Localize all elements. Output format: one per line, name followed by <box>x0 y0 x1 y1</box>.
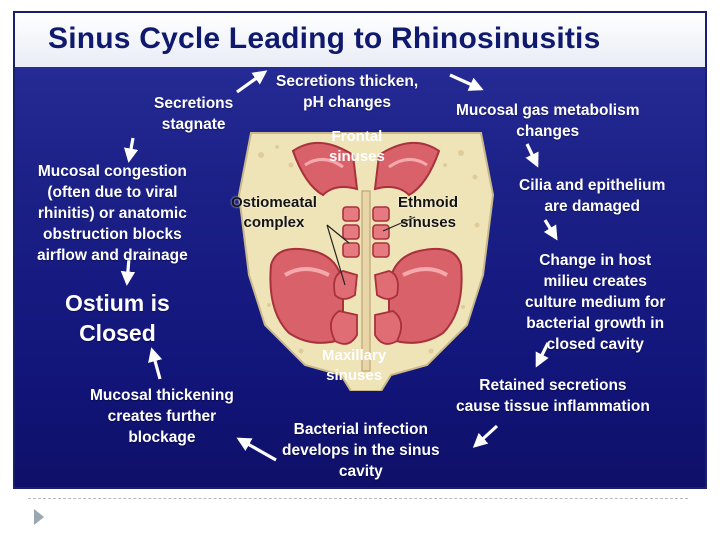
arrow-stagnate-to-congestion <box>123 137 139 163</box>
step-cilia-damaged: Cilia and epithelium are damaged <box>519 177 666 215</box>
arrow-gas-to-cilia <box>525 143 539 168</box>
arrow-bacterial-to-thickening <box>236 437 277 462</box>
arrow-thicken-to-gas <box>449 73 484 91</box>
arrow-thickening-to-ostium <box>148 347 163 380</box>
label-maxillary-sinuses: Maxillary sinuses <box>322 347 387 384</box>
arrow-host-to-retained <box>535 342 550 368</box>
title-bar: Sinus Cycle Leading to Rhinosinusitis <box>15 13 705 67</box>
step-bacterial-infection: Bacterial infection develops in the sinu… <box>282 421 440 480</box>
label-frontal-sinuses: Frontal sinuses <box>329 128 385 165</box>
bullet-triangle-icon <box>34 509 44 525</box>
cycle-arrows <box>120 70 558 462</box>
step-ostium-closed: Ostium is Closed <box>65 290 170 346</box>
step-retained-secretions: Retained secretions cause tissue inflamm… <box>456 377 650 415</box>
arrow-stagnate-to-thicken <box>236 70 268 94</box>
frontal-sinus-right <box>373 141 441 197</box>
footer-divider <box>28 498 688 499</box>
step-mucosal-congestion: Mucosal congestion (often due to viral r… <box>37 163 188 264</box>
step-gas-metabolism: Mucosal gas metabolism changes <box>456 102 640 140</box>
slide-title: Sinus Cycle Leading to Rhinosinusitis <box>48 22 601 55</box>
step-secretions-thicken: Secretions thicken, pH changes <box>276 73 419 111</box>
turbinates <box>329 270 403 345</box>
sinus-anatomy-illustration <box>237 132 495 391</box>
step-mucosal-thickening: Mucosal thickening creates further block… <box>90 387 234 446</box>
arrow-congestion-to-ostium <box>120 257 136 286</box>
step-host-milieu: Change in host milieu creates culture me… <box>525 252 666 353</box>
nasal-septum <box>361 190 371 372</box>
step-secretions-stagnate: Secretions stagnate <box>154 95 234 133</box>
arrow-retained-to-bacterial <box>472 424 499 448</box>
ethmoid-cells <box>342 206 390 258</box>
label-ethmoid-sinuses: Ethmoid sinuses <box>398 194 458 231</box>
slide-frame: Sinus Cycle Leading to Rhinosinusitis <box>13 11 707 489</box>
frontal-sinus-left <box>291 141 359 197</box>
arrow-cilia-to-host <box>543 219 558 241</box>
label-ostiomeatal-complex: Ostiomeatal complex <box>231 194 317 231</box>
